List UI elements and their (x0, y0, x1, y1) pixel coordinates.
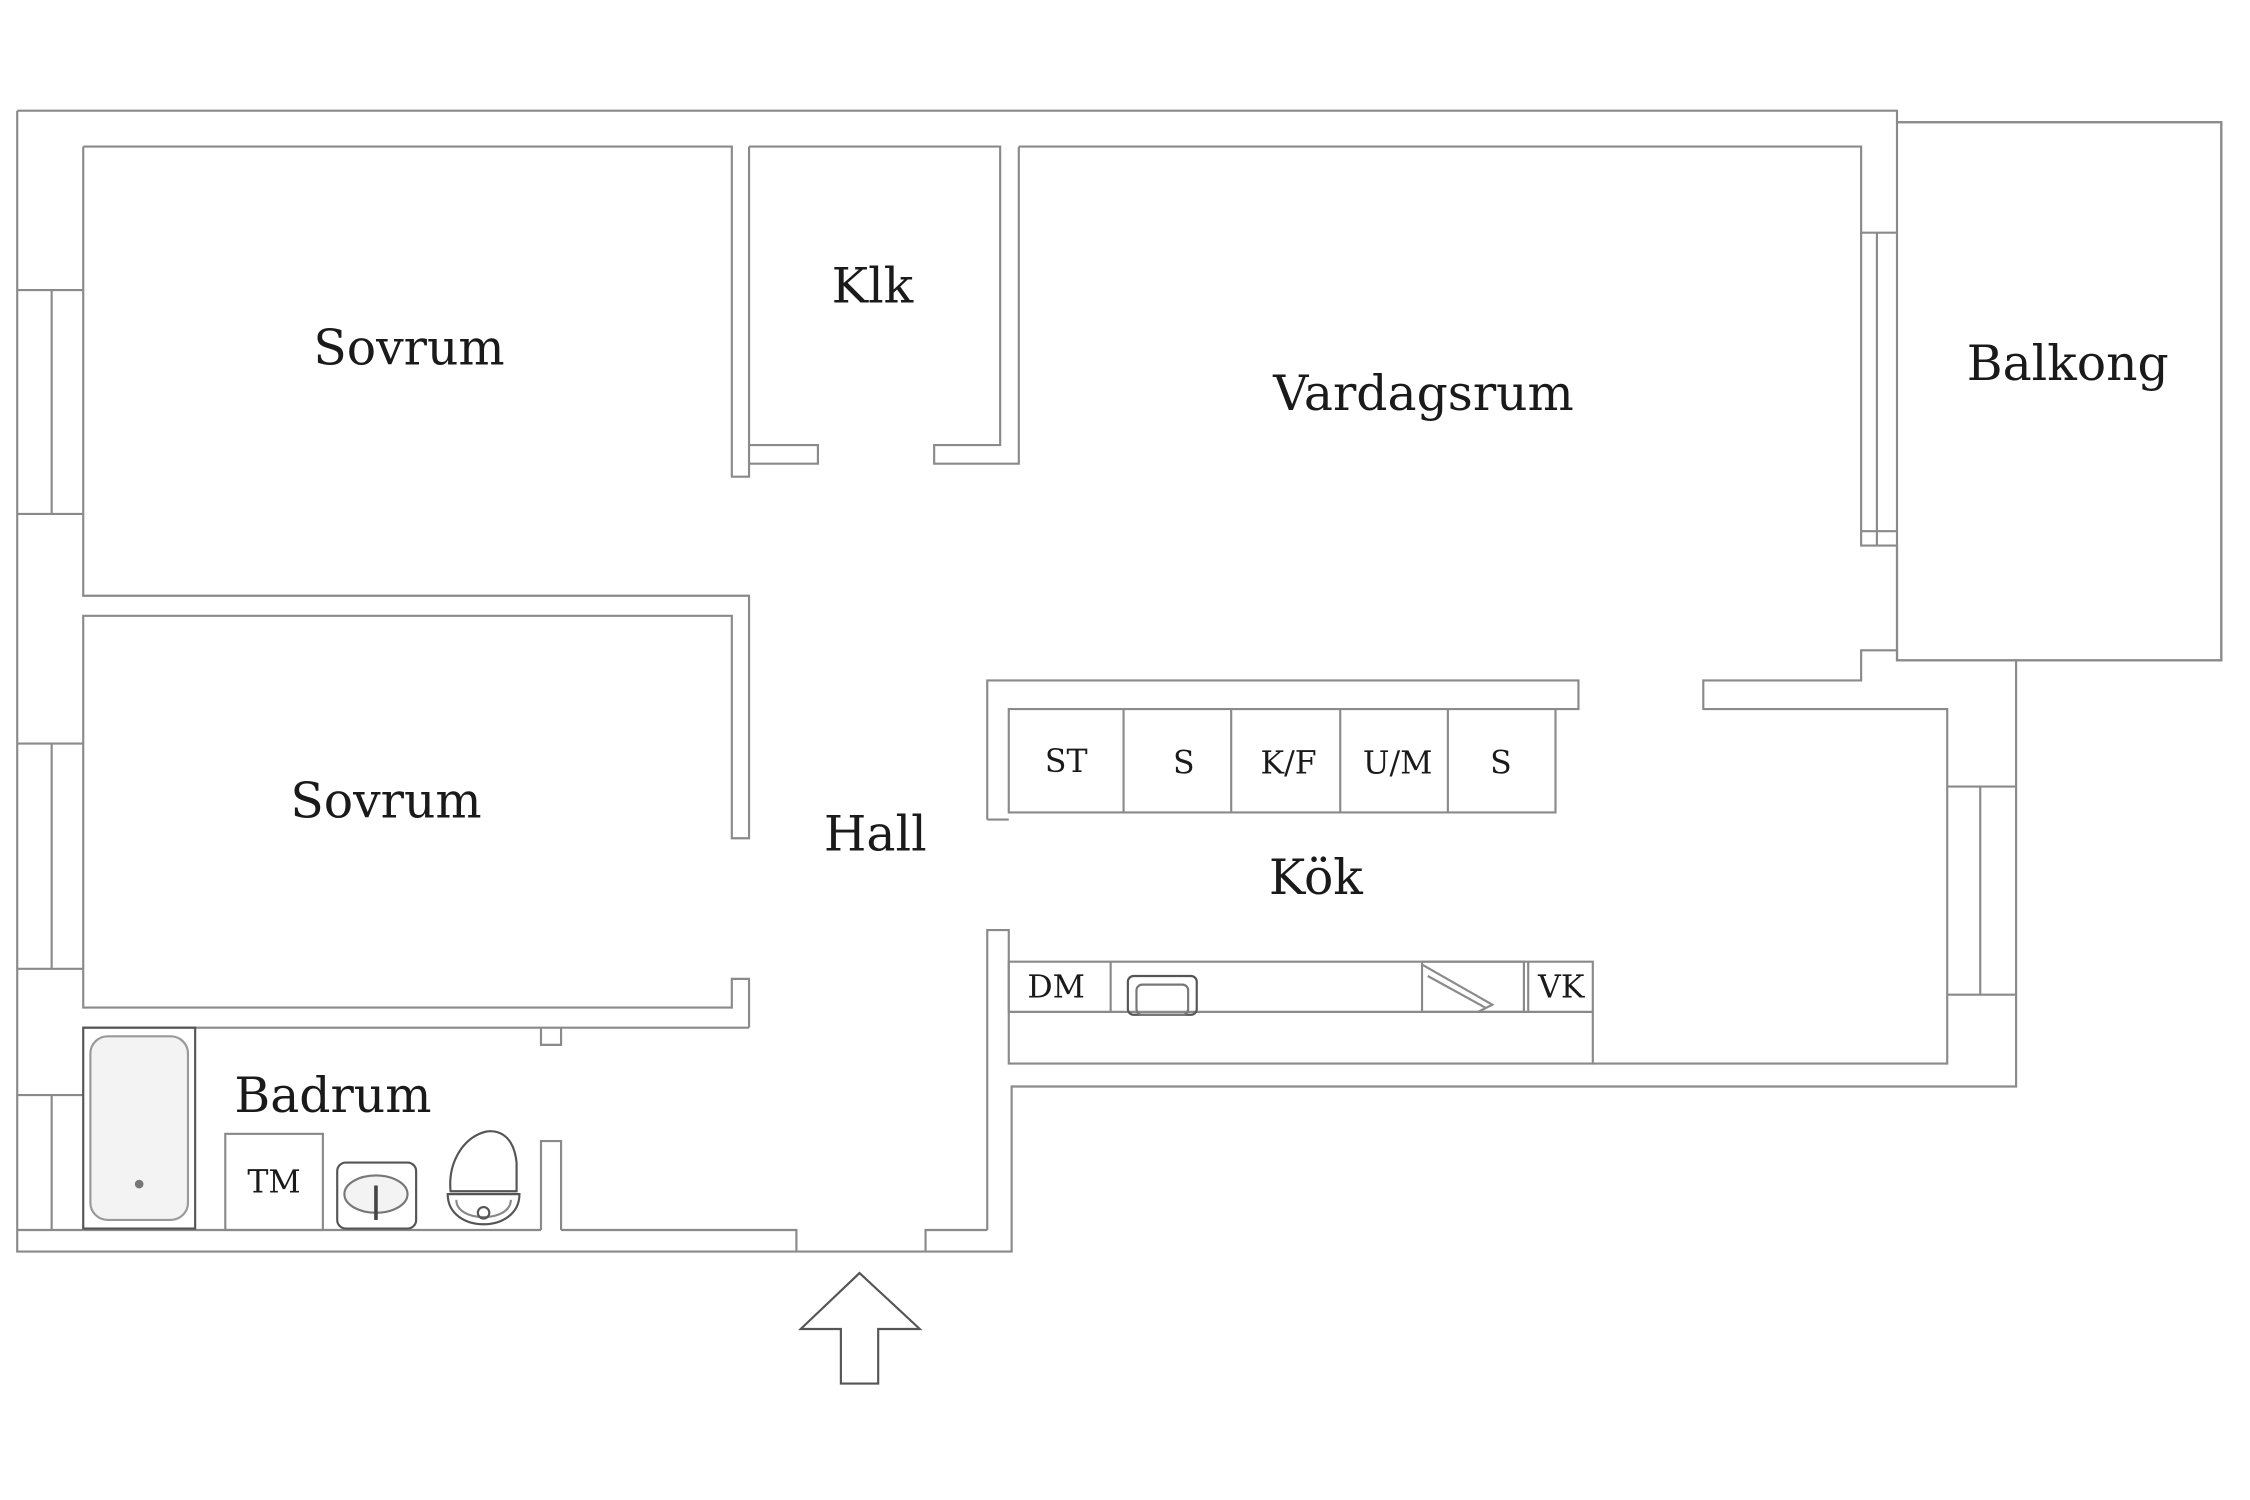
sink (336, 1161, 418, 1230)
wall-klk (749, 145, 1020, 465)
appliance-label-dm: DM (1027, 969, 1085, 1005)
washing-machine (224, 1132, 324, 1232)
wall-vardagsrum-low (1592, 545, 1949, 1065)
appliance-label-kf: K/F (1261, 746, 1317, 782)
room-label-sovrum-bottom: Sovrum (290, 773, 481, 830)
room-label-sovrum-top: Sovrum (313, 319, 504, 376)
appliance-label-vk: VK (1537, 969, 1586, 1005)
room-label-badrum: Badrum (234, 1067, 431, 1124)
appliance-label-um: U/M (1363, 746, 1433, 782)
room-label-balkong: Balkong (1967, 335, 2169, 392)
toilet (449, 1130, 518, 1193)
wall-klk-door (749, 443, 819, 465)
appliance-label-tm: TM (247, 1165, 300, 1201)
room-label-klk: Klk (832, 258, 914, 315)
appliance-label-st: ST (1045, 744, 1088, 780)
wall-kok-top (986, 679, 1580, 820)
bathtub (82, 1026, 197, 1230)
wall-sovrum-top (83, 145, 751, 478)
wall-hall (539, 1139, 563, 1230)
wall-vardagsrum (1018, 145, 1898, 234)
room-label-hall: Hall (824, 806, 927, 863)
room-label-vardagsrum: Vardagsrum (1272, 365, 1574, 422)
wall-sovrum-top-bottom (82, 146, 751, 1028)
balkong-outline (1895, 121, 2223, 662)
appliance-label-s1: S (1173, 746, 1195, 782)
appliance-label-s2: S (1490, 746, 1512, 782)
room-label-kok: Kök (1269, 849, 1363, 906)
entrance-arrow-icon (798, 1271, 923, 1385)
wall-vardagsrum-right (1860, 232, 1898, 547)
